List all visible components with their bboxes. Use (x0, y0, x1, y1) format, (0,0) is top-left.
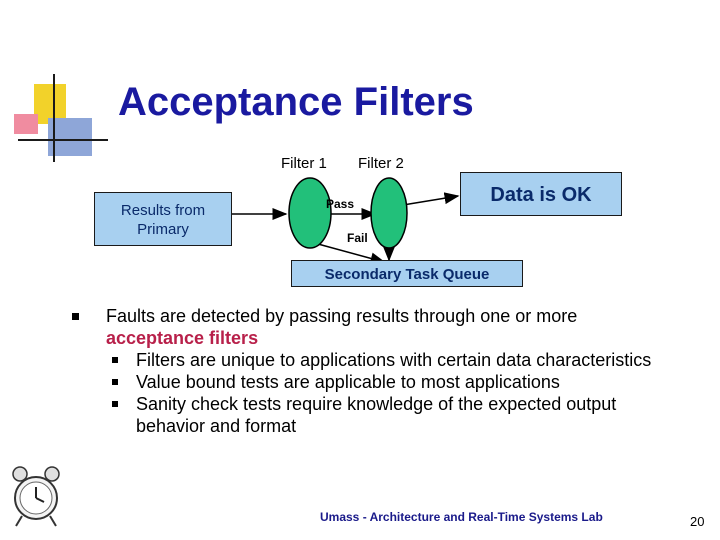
sub-bullet-text: Value bound tests are applicable to most… (136, 372, 560, 392)
alarm-clock-icon (12, 466, 60, 527)
bullet-list: Faults are detected by passing results t… (72, 305, 672, 437)
pass-label: Pass (326, 197, 355, 211)
bullet-marker (72, 313, 79, 320)
sub-bullet-text: Sanity check tests require knowledge of … (136, 394, 617, 436)
filter1-shape (288, 177, 332, 249)
data-is-ok-box: Data is OK (460, 172, 622, 216)
filter1-label: Filter 1 (281, 155, 327, 172)
slide-title: Acceptance Filters (118, 80, 474, 124)
fail-label: Fail (347, 231, 368, 245)
sub-bullet-marker (112, 401, 118, 407)
sub-bullet: Filters are unique to applications with … (72, 349, 672, 371)
sub-bullet-marker (112, 357, 118, 363)
bullet-emphasis-text: acceptance filters (106, 328, 259, 348)
bullet-main: Faults are detected by passing results t… (72, 305, 672, 349)
page-number: 20 (690, 514, 705, 529)
sub-bullet-text: Filters are unique to applications with … (136, 350, 652, 370)
slide-logo-graphic (14, 74, 108, 162)
filter-diagram: Filter 1 Filter 2 Results from Primary P… (94, 155, 622, 287)
filter2-shape (370, 177, 408, 249)
sub-bullet: Value bound tests are applicable to most… (72, 371, 672, 393)
arrow-filter1-to-queue (317, 243, 386, 265)
diagram-lines (232, 177, 460, 265)
filter2-label: Filter 2 (358, 155, 404, 172)
secondary-task-queue-box: Secondary Task Queue (291, 260, 523, 287)
sub-bullet: Sanity check tests require knowledge of … (72, 393, 672, 437)
results-from-primary-box: Results from Primary (94, 192, 232, 246)
arrow-filter2-to-ok (402, 192, 460, 206)
sub-bullet-marker (112, 379, 118, 385)
bullet-intro-text: Faults are detected by passing results t… (106, 306, 578, 326)
slide-footer: Umass - Architecture and Real-Time Syste… (320, 510, 603, 524)
